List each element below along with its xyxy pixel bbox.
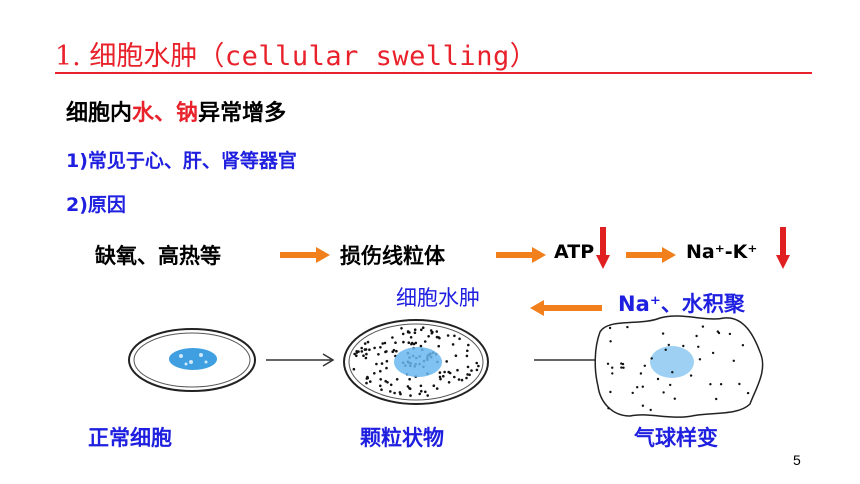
orange-right-arrow-icon xyxy=(496,247,546,263)
point-organs: 1)常见于心、肝、肾等器官 xyxy=(66,150,297,172)
flow-step-atp: ATP xyxy=(554,241,595,263)
title-underline xyxy=(55,72,812,74)
flow-step-na-k: Na⁺-K⁺ xyxy=(686,241,758,263)
stage-label-normal: 正常细胞 xyxy=(88,426,172,450)
subtitle-sodium: 钠 xyxy=(176,101,199,126)
cell-diagram xyxy=(128,315,764,418)
orange-right-arrow-icon xyxy=(626,247,676,263)
title-chinese: 细胞水肿 xyxy=(89,41,198,72)
red-down-arrow-icon xyxy=(596,227,610,269)
thin-right-arrow-icon xyxy=(266,353,335,367)
normal-cell xyxy=(128,328,256,392)
point-cause: 2)原因 xyxy=(66,194,126,216)
granular-cell xyxy=(343,319,489,405)
title-number: 1. xyxy=(55,41,81,72)
subtitle-water: 水 xyxy=(132,101,155,126)
flow-step-hypoxia: 缺氧、高热等 xyxy=(95,244,221,268)
subtitle-post: 异常增多 xyxy=(198,101,287,126)
red-down-arrow-icon xyxy=(776,227,790,269)
title-english: （cellular swelling） xyxy=(197,41,538,72)
orange-right-arrow-icon xyxy=(280,247,330,263)
flow-step-mitochondria: 损伤线粒体 xyxy=(340,244,445,268)
subtitle-pre: 细胞内 xyxy=(66,101,133,126)
subtitle: 细胞内水、钠异常增多 xyxy=(66,95,286,127)
stage-label-granular: 颗粒状物 xyxy=(360,426,444,450)
stage-label-ballooning: 气球样变 xyxy=(634,426,718,450)
flow-step-accumulation: Na⁺、水积聚 xyxy=(618,292,745,316)
flow-result: 细胞水肿 xyxy=(396,286,480,310)
orange-left-arrow-icon xyxy=(530,300,602,316)
slide-title: 1. 细胞水肿（cellular swelling） xyxy=(55,34,537,73)
subtitle-sep: 、 xyxy=(154,101,177,126)
page-number: 5 xyxy=(793,452,801,468)
ballooning-cell xyxy=(594,315,764,418)
